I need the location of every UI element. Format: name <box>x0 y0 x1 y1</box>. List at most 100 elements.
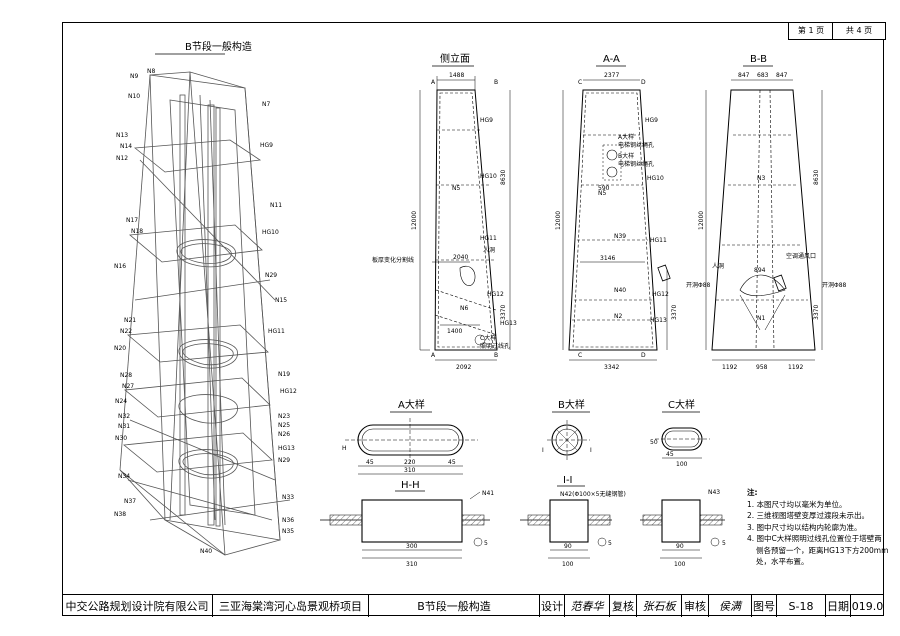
drawing-title: B节段一般构造 <box>369 595 540 617</box>
dim-label: 847 <box>738 72 750 79</box>
iso-label: N18 <box>131 228 143 235</box>
iso-label: N34 <box>118 473 130 480</box>
date-value: 2019.08 <box>851 599 884 613</box>
tag-label: C大样 <box>480 334 496 342</box>
section-aa: A-A <box>562 54 671 361</box>
section-c <box>640 499 725 559</box>
dim-label: I <box>590 447 592 454</box>
a-detail-title: A大样 <box>398 398 425 411</box>
dim-label: 5 <box>484 540 488 547</box>
iso-label: N29 <box>278 457 290 464</box>
dim-label: 590 <box>598 185 610 192</box>
section-mark: A <box>431 352 436 359</box>
tag-label: HG10 <box>480 173 497 180</box>
dim-label: 847 <box>776 72 788 79</box>
ii-title: I-I <box>563 475 573 486</box>
section-mark: C <box>578 79 582 86</box>
section-hh: H-H <box>320 480 490 559</box>
iso-label: N20 <box>114 345 126 352</box>
check-label: 复核 <box>610 595 637 617</box>
section-bb: B-B <box>705 54 823 361</box>
dim-label: 3370 <box>500 305 507 320</box>
iso-label: N35 <box>282 528 294 535</box>
iso-label: N25 <box>278 422 290 429</box>
iso-label: N26 <box>278 431 290 438</box>
tag-label: 开洞Φ88 <box>686 281 711 289</box>
tag-label: N5 <box>598 190 606 197</box>
aa-labels: 2377 3342 12000 3370 3146 590 A大样 电梯钢丝绳孔… <box>555 72 678 371</box>
bb-title: B-B <box>750 54 767 65</box>
tag-label: N6 <box>460 305 468 312</box>
tag-label: HG10 <box>647 175 664 182</box>
review-signature: 侯满 <box>709 595 752 617</box>
side-labels: 1488 2092 12000 8630 3370 2040 1400 HG9 … <box>372 72 517 371</box>
tag-label: A大样 <box>618 133 634 141</box>
dim-label: 5 <box>608 540 612 547</box>
tag-label: HG9 <box>645 117 658 124</box>
tag-label: 开洞Φ88 <box>822 281 847 289</box>
aa-title: A-A <box>603 54 620 65</box>
dim-label: 2377 <box>604 72 619 79</box>
dim-label: 1400 <box>447 328 462 335</box>
section-mark: D <box>641 352 646 359</box>
drawing-sheet <box>62 22 884 616</box>
detail-c-labels: 50 45 100 <box>650 439 688 468</box>
tag-label: 人洞 <box>712 262 724 270</box>
note-line: 侧各预留一个，距离HG13下方200mm <box>756 545 889 555</box>
tag-label: HG12 <box>652 291 669 298</box>
iso-label: N38 <box>114 511 126 518</box>
project-name: 三亚海棠湾河心岛景观桥项目 <box>213 595 369 617</box>
dim-label: 1488 <box>449 72 464 79</box>
title-block: 中交公路规划设计院有限公司 三亚海棠湾河心岛景观桥项目 B节段一般构造 设计 范… <box>62 594 884 617</box>
iso-label: N13 <box>116 132 128 139</box>
dim-label: 12000 <box>555 211 562 230</box>
dim-label: 220 <box>404 459 416 466</box>
dim-label: 90 <box>564 543 572 550</box>
tag-label: N41 <box>482 490 494 497</box>
dim-label: 45 <box>366 459 374 466</box>
c-section-labels: N43 90 100 5 <box>674 489 726 568</box>
iso-label: N14 <box>120 143 132 150</box>
dim-label: 310 <box>406 561 418 568</box>
tag-label: N2 <box>614 313 622 320</box>
iso-label: N31 <box>118 423 130 430</box>
section-mark: B <box>494 79 498 86</box>
section-ii: I-I <box>520 475 612 559</box>
bb-labels: 847 683 847 1192 958 1192 12000 8630 337… <box>686 72 847 371</box>
hh-title: H-H <box>401 480 420 491</box>
dim-label: 2040 <box>453 254 468 261</box>
iso-label: HG9 <box>260 142 273 149</box>
dim-label: 310 <box>404 467 416 474</box>
detail-a-labels: 45 220 45 310 H <box>342 445 456 474</box>
tag-label: N3 <box>757 175 765 182</box>
section-mark: C <box>578 352 582 359</box>
iso-label: N15 <box>275 297 287 304</box>
note-line: 2. 三维视图塔壁变厚过渡段未示出。 <box>747 511 870 520</box>
tag-label: HG13 <box>500 320 517 327</box>
iso-label: N28 <box>120 372 132 379</box>
drawing-no-label: 图号 <box>752 595 777 617</box>
iso-label: N21 <box>124 317 136 324</box>
iso-label: HG10 <box>262 229 279 236</box>
iso-label: N33 <box>282 494 294 501</box>
dim-label: 3342 <box>604 364 619 371</box>
notes: 注: 1. 本图尺寸均以毫米为单位。 2. 三维视图塔壁变厚过渡段未示出。 3.… <box>747 487 889 568</box>
iso-label: N23 <box>278 413 290 420</box>
iso-label: HG12 <box>280 388 297 395</box>
iso-label: HG11 <box>268 328 285 335</box>
detail-c: C大样 <box>655 398 710 459</box>
iso-labels: N9 N8 N10 N7 N13 N14 N12 HG9 N11 N17 N18… <box>114 68 297 555</box>
dim-label: 50 <box>650 439 658 446</box>
sheet-number: 第 1 页 <box>788 22 834 40</box>
tag-label: HG13 <box>650 317 667 324</box>
c-detail-title: C大样 <box>668 398 695 411</box>
iso-label: N11 <box>270 202 282 209</box>
design-signature: 范春华 <box>565 595 610 617</box>
dim-label: 45 <box>666 451 674 458</box>
tag-label: HG9 <box>480 117 493 124</box>
tag-label: N43 <box>708 489 720 496</box>
dim-label: 100 <box>562 561 574 568</box>
iso-label: N10 <box>128 93 140 100</box>
dim-label: 958 <box>756 364 768 371</box>
tag-label: N1 <box>757 315 765 322</box>
